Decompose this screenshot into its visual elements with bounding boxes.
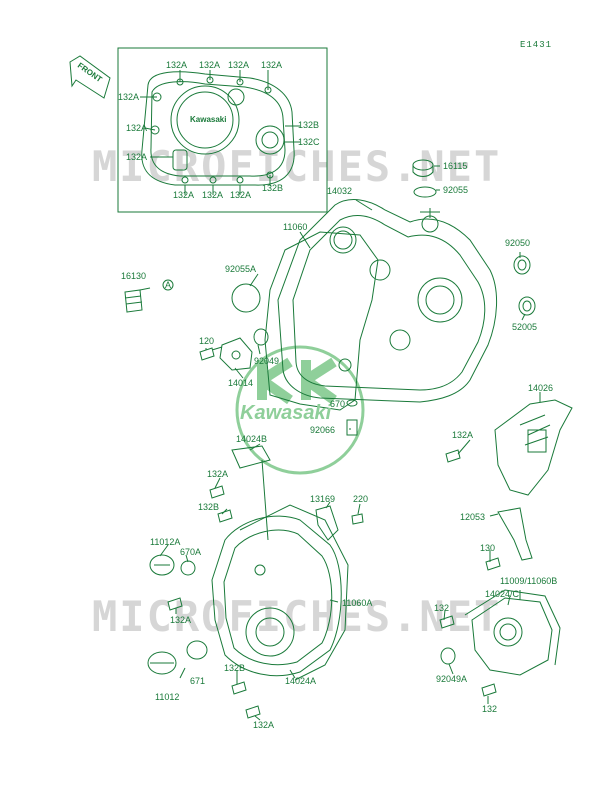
part-label: 92050 (505, 238, 531, 248)
part-label: 11060A (342, 598, 373, 608)
oil-cap-16115 (412, 159, 434, 171)
part-label: 132A (199, 60, 221, 70)
part-label: 132A (230, 190, 252, 200)
part-label: 14032 (327, 186, 353, 196)
part-label: 14014 (228, 378, 254, 388)
part-label: 132A (207, 469, 229, 479)
part-label: 670 (330, 399, 346, 409)
generator-cover (211, 515, 342, 677)
part-label: 132A (228, 60, 250, 70)
part-label: 132B (298, 120, 320, 130)
part-label: 120 (199, 336, 215, 346)
part-label: 132C (298, 137, 320, 147)
drain-plug-92066 (346, 419, 358, 436)
seal-92049 (253, 328, 269, 346)
part-label: 132A (126, 123, 148, 133)
bolt-132-a (439, 615, 455, 629)
cap-11012 (147, 651, 177, 675)
seal-52005 (518, 296, 536, 316)
o-ring-92055A (231, 283, 261, 313)
bracket-14024B (231, 445, 271, 469)
gasket-11060A (239, 504, 349, 681)
diagram-code: E1431 (520, 40, 553, 50)
kawasaki-logo-watermark (235, 345, 365, 475)
bolt-132A-a (209, 485, 225, 499)
part-label: 14024A (285, 676, 317, 686)
inset-frame (117, 47, 328, 213)
part-label: A (165, 280, 172, 290)
watermark-brand: Kawasaki (240, 402, 332, 424)
part-label: 670A (180, 547, 202, 557)
part-label: 132B (262, 183, 284, 193)
part-label: 130 (480, 543, 496, 553)
part-label: 92066 (310, 425, 336, 435)
bolt-132A-chain (445, 449, 461, 463)
seal-92050 (513, 255, 531, 275)
part-label: 11012A (150, 537, 181, 547)
part-label: 132A (126, 152, 148, 162)
part-label: 220 (353, 494, 369, 504)
part-label: 671 (190, 676, 206, 686)
bolt-132-b (481, 683, 497, 697)
bolt-132B-a (217, 509, 233, 523)
bolt-132B-b (231, 681, 247, 695)
chain-cover-14026 (494, 399, 573, 496)
o-ring-670A (180, 560, 196, 576)
part-label: 132B (198, 502, 220, 512)
part-label: 132 (434, 603, 450, 613)
bracket-13169 (315, 505, 339, 541)
part-label: 11060 (283, 222, 308, 232)
part-label: 14024B (236, 434, 268, 444)
inset-cover-outline (141, 71, 295, 186)
bolt-130 (485, 557, 501, 571)
bolt-120 (199, 346, 223, 361)
cover-brand-label: Kawasaki (190, 115, 227, 124)
part-label: 132A (202, 190, 224, 200)
part-label: 12053 (460, 512, 486, 522)
plug-16130 (124, 289, 143, 313)
cap-11012A (149, 554, 175, 576)
gasket-11060B (464, 589, 561, 666)
plate-14014 (219, 337, 253, 371)
front-arrow (69, 55, 111, 99)
part-label: 132A (118, 92, 140, 102)
part-label: 132A (253, 720, 275, 730)
part-label: 14026 (528, 383, 554, 393)
o-ring-671 (186, 640, 208, 660)
watermark-top: MICROFICHES.NET (92, 142, 502, 191)
o-ring-92055 (413, 186, 437, 198)
part-label: 11009/11060B (500, 576, 558, 586)
part-label: 92055 (443, 185, 469, 195)
part-label: 132 (482, 704, 498, 714)
guide-12053 (497, 507, 533, 561)
part-label: 132A (173, 190, 195, 200)
part-label: 11012 (155, 692, 180, 702)
bolt-132A-b (167, 597, 183, 611)
part-label: 132A (166, 60, 188, 70)
gasket-11060 (264, 231, 379, 411)
part-label: 132A (170, 615, 192, 625)
part-label: 132A (452, 430, 474, 440)
part-label: 132A (261, 60, 283, 70)
right-cover-outline (277, 199, 498, 403)
watermark-bottom: MICROFICHES.NET (92, 592, 502, 641)
part-label: 92049A (436, 674, 468, 684)
bolt-220 (351, 513, 364, 525)
seal-92049A (440, 647, 456, 665)
washer-670 (346, 399, 358, 407)
part-label: 14024/C (485, 589, 520, 599)
part-label: 92055A (225, 264, 257, 274)
part-label: 13169 (310, 494, 336, 504)
part-label: 132B (224, 663, 246, 673)
small-cover-14024C (471, 597, 553, 676)
part-label: 16130 (121, 271, 147, 281)
part-label: 52005 (512, 322, 538, 332)
part-label: 16115 (443, 161, 468, 171)
bolt-132A-c (245, 705, 261, 719)
part-label: 92049 (254, 356, 280, 366)
